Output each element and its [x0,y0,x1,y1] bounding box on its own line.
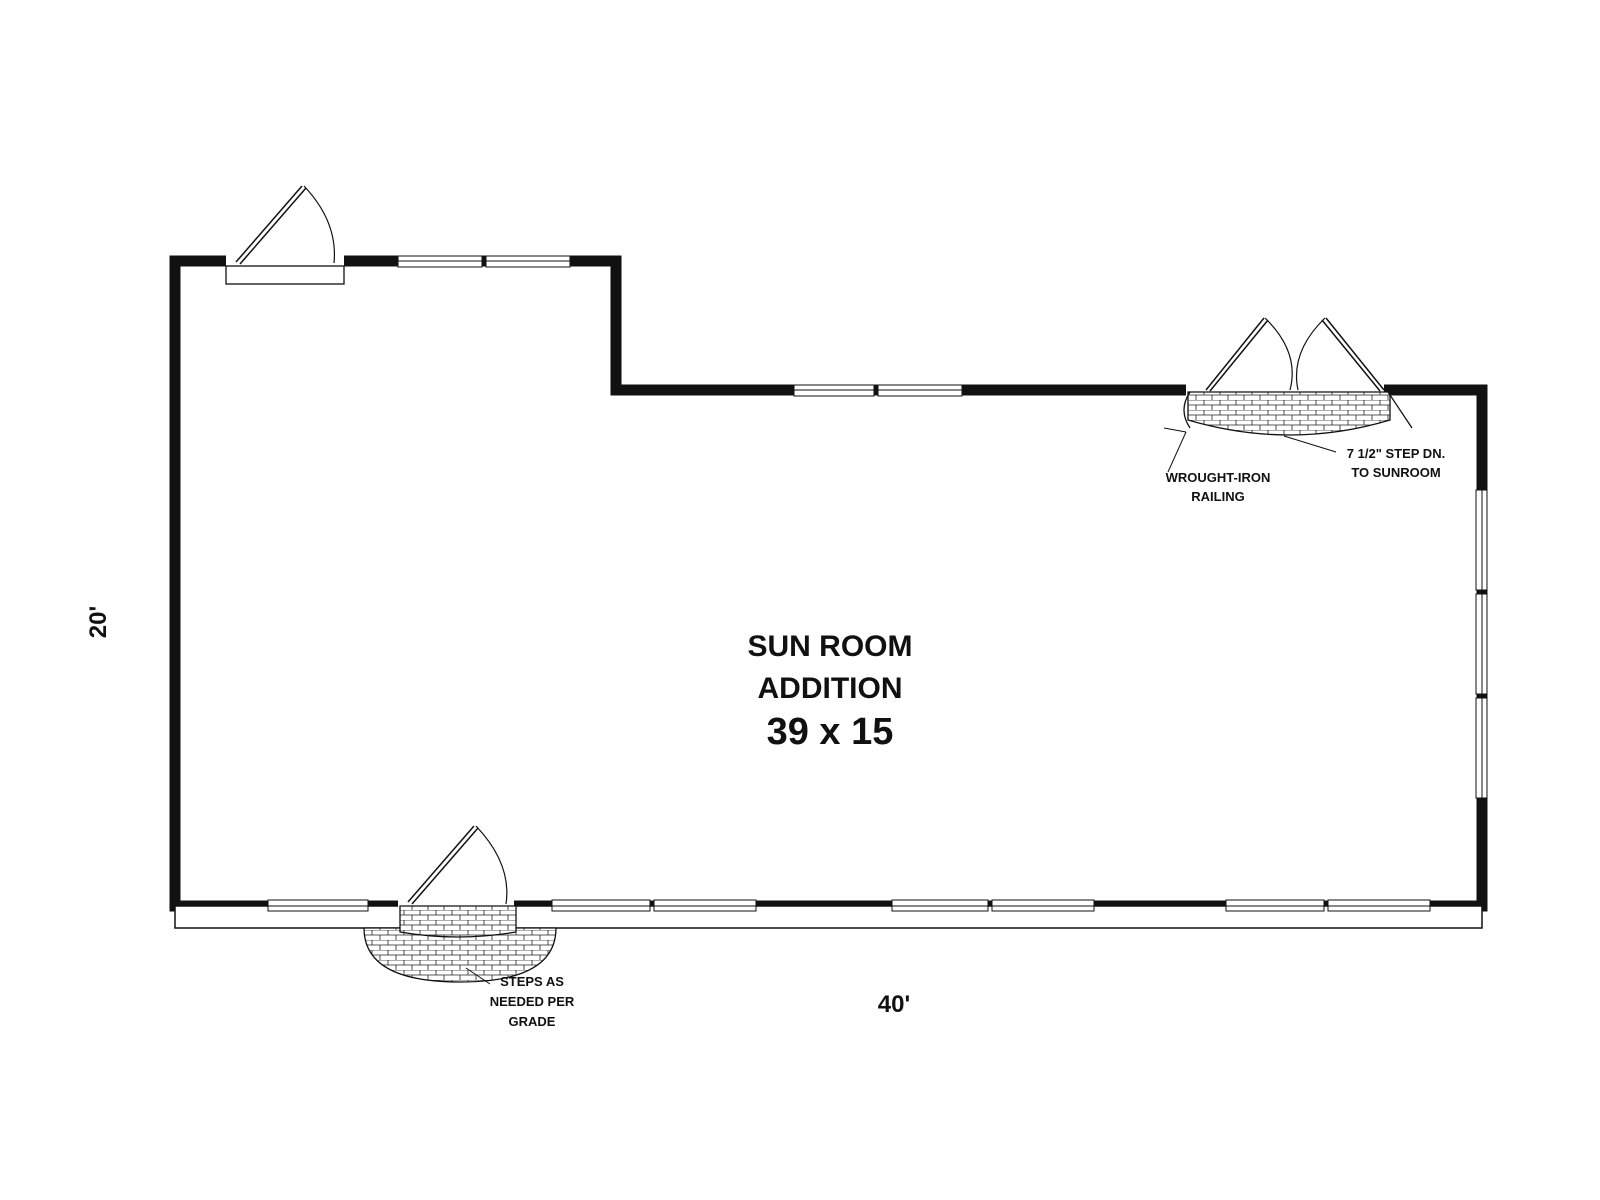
step-leader [1283,435,1337,453]
width-dimension: 40' [878,991,910,1018]
brick-steps-bottom [363,905,557,985]
step-note-line2: TO SUNROOM [1351,465,1440,480]
room-name-line1: SUN ROOM [748,630,913,663]
window [485,255,571,268]
window [551,899,651,912]
railing-leader [1163,427,1187,473]
entry-door-bottom [398,825,514,911]
railing-note-line1: WROUGHT-IRON [1166,470,1271,485]
window [1475,697,1488,799]
window [1475,593,1488,695]
room-size: 39 x 15 [767,711,894,753]
window [991,899,1095,912]
window [1475,489,1488,591]
double-door-upper-right [1186,317,1385,397]
step-note-line1: 7 1/2" STEP DN. [1347,446,1445,461]
steps-note-line3: GRADE [509,1014,556,1029]
steps-note-line1: STEPS AS [500,974,564,989]
window [891,899,989,912]
window [397,255,483,268]
room-name-line2: ADDITION [758,672,903,705]
railing-note-line2: RAILING [1191,489,1244,504]
windows [267,255,1488,912]
brick-landing-upper [1183,391,1413,436]
window [877,384,963,397]
window [1225,899,1325,912]
steps-note-line2: NEEDED PER [490,994,575,1009]
window [1327,899,1431,912]
window [267,899,369,912]
exterior-walls [169,255,1488,912]
entry-door-top-left [225,185,345,285]
depth-dimension: 20' [85,606,112,638]
window [793,384,875,397]
window [653,899,757,912]
